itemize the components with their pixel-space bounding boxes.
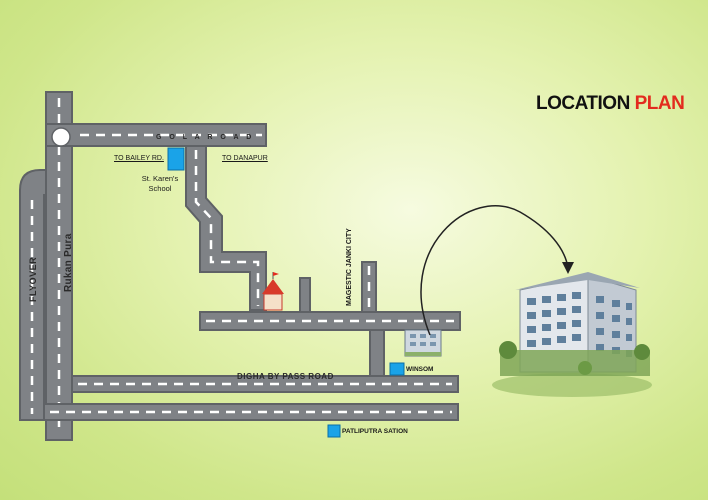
flyover-label: FLYOVER	[28, 256, 38, 302]
rukan-pura-label: Rukan Pura	[63, 233, 74, 292]
to-danapur-label: TO DANAPUR	[222, 155, 268, 162]
title-part-2: PLAN	[634, 93, 685, 114]
to-bailey-label: TO BAILEY RD.	[114, 155, 164, 162]
temple-spur	[299, 277, 311, 313]
school-label: St. Karen's School	[141, 174, 179, 193]
curved-arrow-icon	[420, 205, 574, 336]
janki-city-label: MAGESTIC JANKI CITY	[346, 228, 353, 306]
digha-bypass-road	[71, 375, 459, 393]
building-thumbnail	[404, 329, 442, 357]
digha-connector	[369, 329, 385, 377]
roundabout	[51, 127, 71, 147]
patliputra-label: PATLIPUTRA SATION	[342, 428, 408, 435]
school-marker	[167, 147, 185, 171]
page-title: LOCATION PLAN	[536, 93, 685, 115]
school-road	[185, 145, 267, 311]
building-icon	[492, 272, 652, 397]
flyover-road	[19, 169, 47, 421]
winsom-marker	[389, 362, 405, 376]
patliputra-marker	[327, 424, 341, 438]
gola-road	[45, 123, 267, 147]
gola-road-label: G O L A R O A D	[156, 134, 255, 141]
title-part-1: LOCATION	[536, 93, 635, 114]
temple-icon	[262, 272, 284, 311]
winsom-label: WINSOM	[406, 366, 434, 373]
digha-bypass-label: DIGHA BY PASS ROAD	[237, 372, 334, 381]
